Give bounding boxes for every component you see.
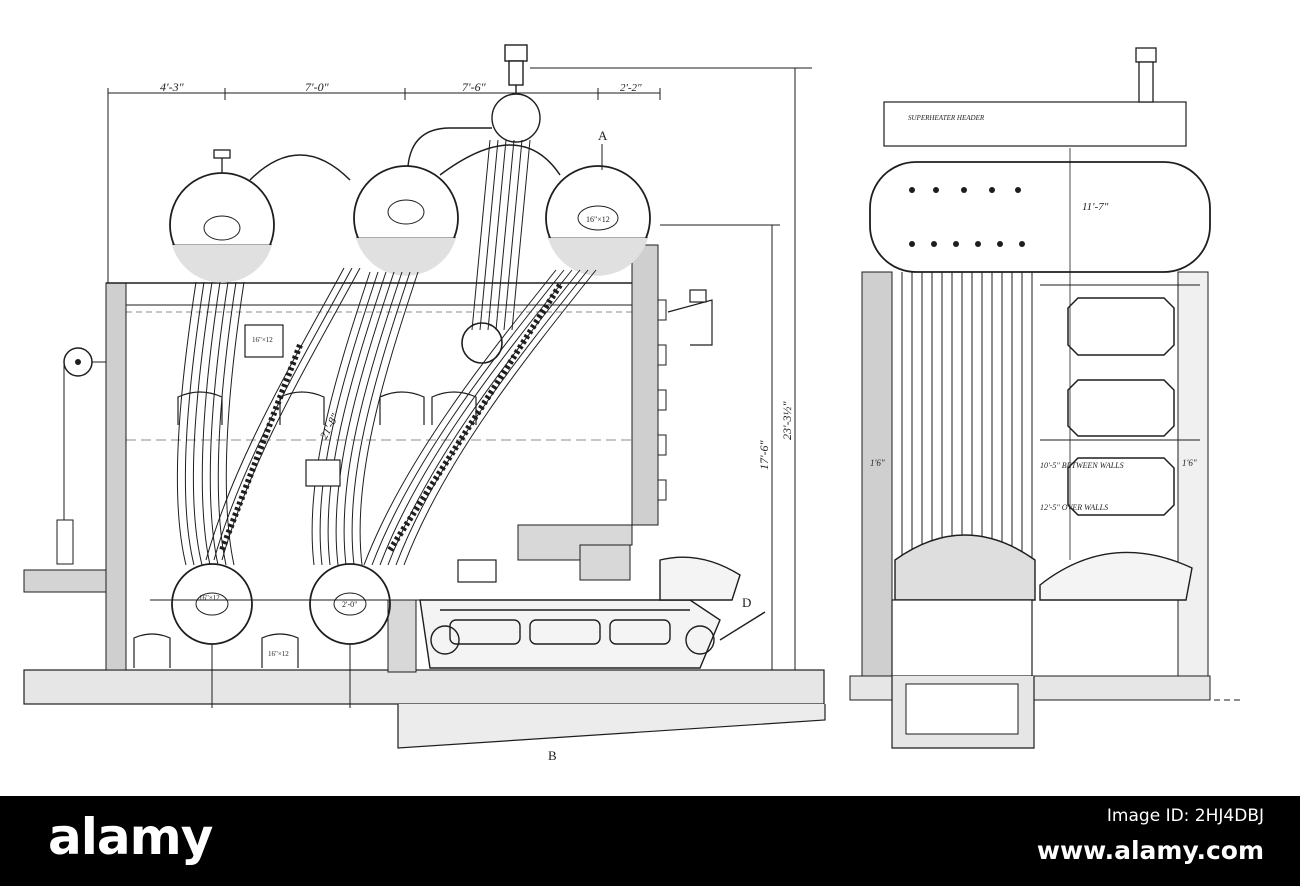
- dim-top-3: 7'-6": [462, 80, 487, 94]
- between-walls-label: 10'-5" BETWEEN WALLS: [1040, 461, 1124, 470]
- front-height-label: 11'-7": [1082, 201, 1109, 213]
- tube-bank-left: [176, 281, 245, 566]
- side-right-label: 1'6": [1182, 458, 1197, 468]
- baffles: [387, 524, 633, 673]
- over-walls-label: 12'-5" OVER WALLS: [1040, 503, 1108, 512]
- drum-water-hatching: [172, 238, 648, 283]
- rear-bracket: [667, 289, 713, 346]
- brand-logo[interactable]: alamy: [48, 808, 213, 866]
- dim-top-1: 4'-3": [160, 80, 185, 94]
- header-label: SUPERHEATER HEADER: [908, 114, 985, 122]
- front-ash-hopper: [891, 599, 1033, 677]
- rear-wall-notches: [658, 299, 667, 501]
- front-wall: [105, 282, 127, 671]
- dim-top-4: 2'-2": [620, 82, 642, 94]
- dim-top-2: 7'-0": [305, 80, 330, 94]
- front-right-wall: [1177, 271, 1209, 683]
- front-steam-drum: [869, 161, 1211, 273]
- chain-grate-stoker: [419, 556, 766, 669]
- superheater-tubes: [461, 139, 531, 364]
- door-label-2: 16"×12: [268, 650, 289, 658]
- dim-height-2: 23'-3½": [780, 400, 794, 440]
- front-left-wall: [861, 271, 893, 683]
- foundation: [23, 669, 825, 705]
- rear-wall: [631, 244, 659, 526]
- dim-height-1: 17'-6": [757, 439, 771, 470]
- diagonal-baffle-2: [387, 283, 563, 552]
- tube-bank-right: [363, 269, 597, 566]
- section-mark-d: D: [742, 595, 751, 610]
- side-arch: [1039, 551, 1193, 601]
- steam-valve-left: [213, 149, 231, 173]
- site-url-link[interactable]: www.alamy.com: [1036, 836, 1264, 865]
- watermark-footer: alamy Image ID: 2HJ4DBJ www.alamy.com: [0, 796, 1300, 886]
- flue-connection: [23, 569, 115, 593]
- front-section: SUPERHEATER HEADER 11'-7": [849, 47, 1240, 749]
- access-doors: [133, 324, 497, 668]
- boiler-drawing-svg: 4'-3" 7'-0" 7'-6" 2'-2" 17'-6" 23'-3½": [23, 44, 1240, 763]
- section-mark-a: A: [598, 128, 608, 143]
- side-left-label: 1'6": [870, 458, 885, 468]
- superheater-header-box: [883, 101, 1187, 147]
- drum-tube-holes: [909, 187, 1025, 247]
- height-dimension-lines: [771, 68, 796, 676]
- damper-pulley: [56, 347, 106, 565]
- ash-pit: [397, 704, 826, 749]
- front-octagon-doors: [1067, 297, 1175, 516]
- dim-diagonal: 21'-8": [318, 411, 342, 441]
- mud-drums: [171, 563, 391, 708]
- front-ash-pit-inner: [905, 683, 1019, 735]
- section-mark-b: B: [548, 748, 557, 763]
- side-elevation: 4'-3" 7'-0" 7'-6" 2'-2" 17'-6" 23'-3½": [23, 44, 826, 763]
- drum-label-top-right: 16"×12: [586, 215, 610, 224]
- safety-valve: [407, 44, 541, 167]
- door-label-1: 16"×12: [252, 336, 273, 344]
- drum-label-mud-left: 16"×12: [199, 594, 220, 602]
- technical-drawing: 4'-3" 7'-0" 7'-6" 2'-2" 17'-6" 23'-3½": [23, 44, 1240, 763]
- image-id-label: Image ID: 2HJ4DBJ: [1106, 806, 1264, 826]
- diagonal-baffle-1: [219, 343, 303, 552]
- front-safety-valve: [1135, 47, 1157, 103]
- tube-bank-middle: [311, 271, 419, 566]
- drum-label-mud-right: 2'-0": [342, 600, 357, 609]
- furnace-arch: [894, 534, 1036, 601]
